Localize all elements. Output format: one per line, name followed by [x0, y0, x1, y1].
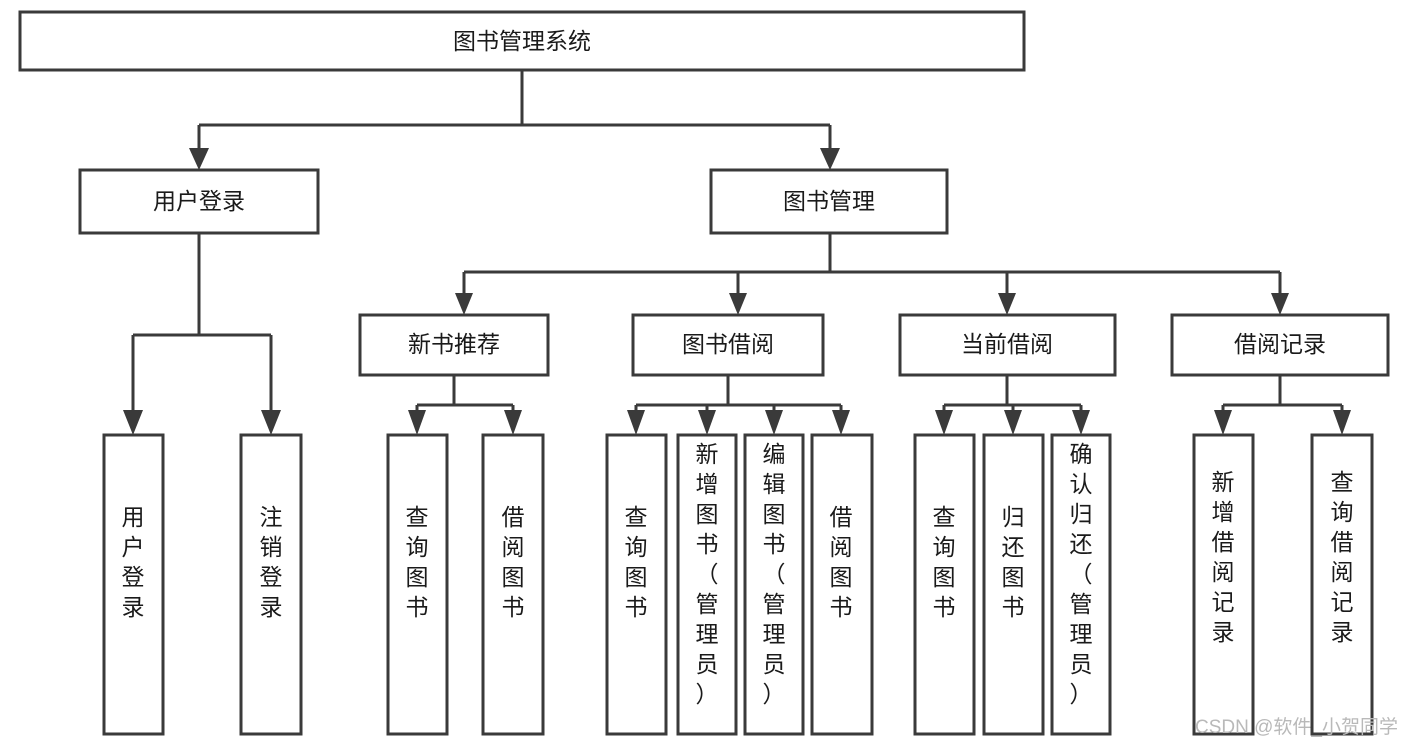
- node-leaf-query-record-label: 查询借阅记录: [1331, 469, 1354, 645]
- node-leaf-query-book-2-box[interactable]: [605, 433, 668, 736]
- node-current-borrow-box[interactable]: [898, 313, 1117, 377]
- arrowhead-leaf-add-book: [698, 410, 716, 435]
- node-leaf-logout-login-box[interactable]: [239, 433, 303, 736]
- arrowhead-leaf-return-book: [1004, 410, 1022, 435]
- node-root[interactable]: 图书管理系统: [18, 10, 1026, 72]
- node-leaf-add-record[interactable]: 新增借阅记录: [1192, 433, 1255, 736]
- node-leaf-borrow-book-2-box[interactable]: [810, 433, 874, 736]
- arrowhead-leaf-query-book-3: [935, 410, 953, 435]
- node-book-manage-label: 图书管理: [783, 188, 875, 214]
- arrowhead-user-login: [189, 148, 209, 170]
- arrowhead-leaf-user-login: [123, 410, 143, 435]
- node-leaf-add-record-label: 新增借阅记录: [1212, 469, 1235, 645]
- node-user-login[interactable]: 用户登录: [78, 168, 320, 235]
- node-leaf-return-book[interactable]: 归还图书: [982, 433, 1045, 736]
- node-leaf-edit-book-box[interactable]: [743, 433, 805, 736]
- arrowhead-current-borrow: [998, 293, 1016, 315]
- node-leaf-borrow-book-1-label: 借阅图书: [502, 504, 525, 620]
- node-leaf-borrow-book-1[interactable]: 借阅图书: [481, 433, 545, 736]
- node-leaf-borrow-book-2[interactable]: 借阅图书: [810, 433, 874, 736]
- node-leaf-query-book-1[interactable]: 查询图书: [386, 433, 449, 736]
- node-leaf-add-book-label: 新增图书（管理员）: [696, 441, 719, 707]
- arrowhead-leaf-query-book-1: [408, 410, 426, 435]
- node-borrow-record-label: 借阅记录: [1234, 331, 1326, 357]
- node-borrow-record-box[interactable]: [1170, 313, 1390, 377]
- node-leaf-user-login-box[interactable]: [102, 433, 165, 736]
- node-leaf-confirm-return[interactable]: 确认归还（管理员）: [1050, 433, 1112, 736]
- node-new-book-rec[interactable]: 新书推荐: [358, 313, 550, 377]
- arrowhead-leaf-query-book-2: [627, 410, 645, 435]
- node-user-login-box[interactable]: [78, 168, 320, 235]
- arrowhead-book-borrow: [729, 293, 747, 315]
- arrowhead-new-book-rec: [455, 293, 473, 315]
- node-leaf-return-book-box[interactable]: [982, 433, 1045, 736]
- node-leaf-add-book-box[interactable]: [676, 433, 738, 736]
- node-leaf-query-book-3-label: 查询图书: [933, 504, 956, 620]
- node-leaf-edit-book-label: 编辑图书（管理员）: [763, 441, 786, 707]
- node-leaf-add-book[interactable]: 新增图书（管理员）: [676, 433, 738, 736]
- arrowhead-leaf-borrow-book-1: [504, 410, 522, 435]
- node-leaf-query-book-2-label: 查询图书: [625, 504, 648, 620]
- node-new-book-rec-box[interactable]: [358, 313, 550, 377]
- node-leaf-edit-book[interactable]: 编辑图书（管理员）: [743, 433, 805, 736]
- node-leaf-add-record-box[interactable]: [1192, 433, 1255, 736]
- node-leaf-confirm-return-box[interactable]: [1050, 433, 1112, 736]
- node-leaf-user-login[interactable]: 用户登录: [102, 433, 165, 736]
- arrowhead-leaf-borrow-book-2: [832, 410, 850, 435]
- node-leaf-confirm-return-label: 确认归还（管理员）: [1070, 441, 1093, 707]
- arrowhead-leaf-logout-login: [261, 410, 281, 435]
- node-leaf-borrow-book-2-label: 借阅图书: [830, 504, 853, 620]
- node-book-manage[interactable]: 图书管理: [709, 168, 949, 235]
- node-leaf-query-book-3-box[interactable]: [913, 433, 976, 736]
- node-user-login-label: 用户登录: [153, 188, 245, 214]
- node-leaf-return-book-label: 归还图书: [1002, 504, 1025, 620]
- watermark-label: CSDN @软件_小贺同学: [1195, 716, 1398, 738]
- arrowhead-book-manage: [820, 148, 840, 170]
- node-leaf-query-book-2[interactable]: 查询图书: [605, 433, 668, 736]
- node-new-book-rec-label: 新书推荐: [408, 331, 500, 357]
- node-current-borrow[interactable]: 当前借阅: [898, 313, 1117, 377]
- arrowhead-leaf-query-record: [1333, 410, 1351, 435]
- node-leaf-query-record-box[interactable]: [1310, 433, 1374, 736]
- node-leaf-logout-login[interactable]: 注销登录: [239, 433, 303, 736]
- node-leaf-query-book-1-box[interactable]: [386, 433, 449, 736]
- arrowhead-borrow-record: [1271, 293, 1289, 315]
- arrowhead-leaf-add-record: [1214, 410, 1232, 435]
- arrowhead-leaf-confirm-return: [1072, 410, 1090, 435]
- arrowhead-leaf-edit-book: [765, 410, 783, 435]
- node-book-borrow[interactable]: 图书借阅: [631, 313, 825, 377]
- node-leaf-borrow-book-1-box[interactable]: [481, 433, 545, 736]
- node-borrow-record[interactable]: 借阅记录: [1170, 313, 1390, 377]
- node-leaf-logout-login-label: 注销登录: [260, 504, 283, 620]
- node-leaf-query-book-3[interactable]: 查询图书: [913, 433, 976, 736]
- node-leaf-query-record[interactable]: 查询借阅记录: [1310, 433, 1374, 736]
- node-root-box[interactable]: [18, 10, 1026, 72]
- node-leaf-user-login-label: 用户登录: [122, 504, 145, 620]
- connector-layer: [123, 70, 1351, 435]
- node-book-manage-box[interactable]: [709, 168, 949, 235]
- node-root-label: 图书管理系统: [453, 28, 591, 54]
- node-current-borrow-label: 当前借阅: [961, 331, 1053, 357]
- node-book-borrow-box[interactable]: [631, 313, 825, 377]
- node-book-borrow-label: 图书借阅: [682, 331, 774, 357]
- node-leaf-query-book-1-label: 查询图书: [406, 504, 429, 620]
